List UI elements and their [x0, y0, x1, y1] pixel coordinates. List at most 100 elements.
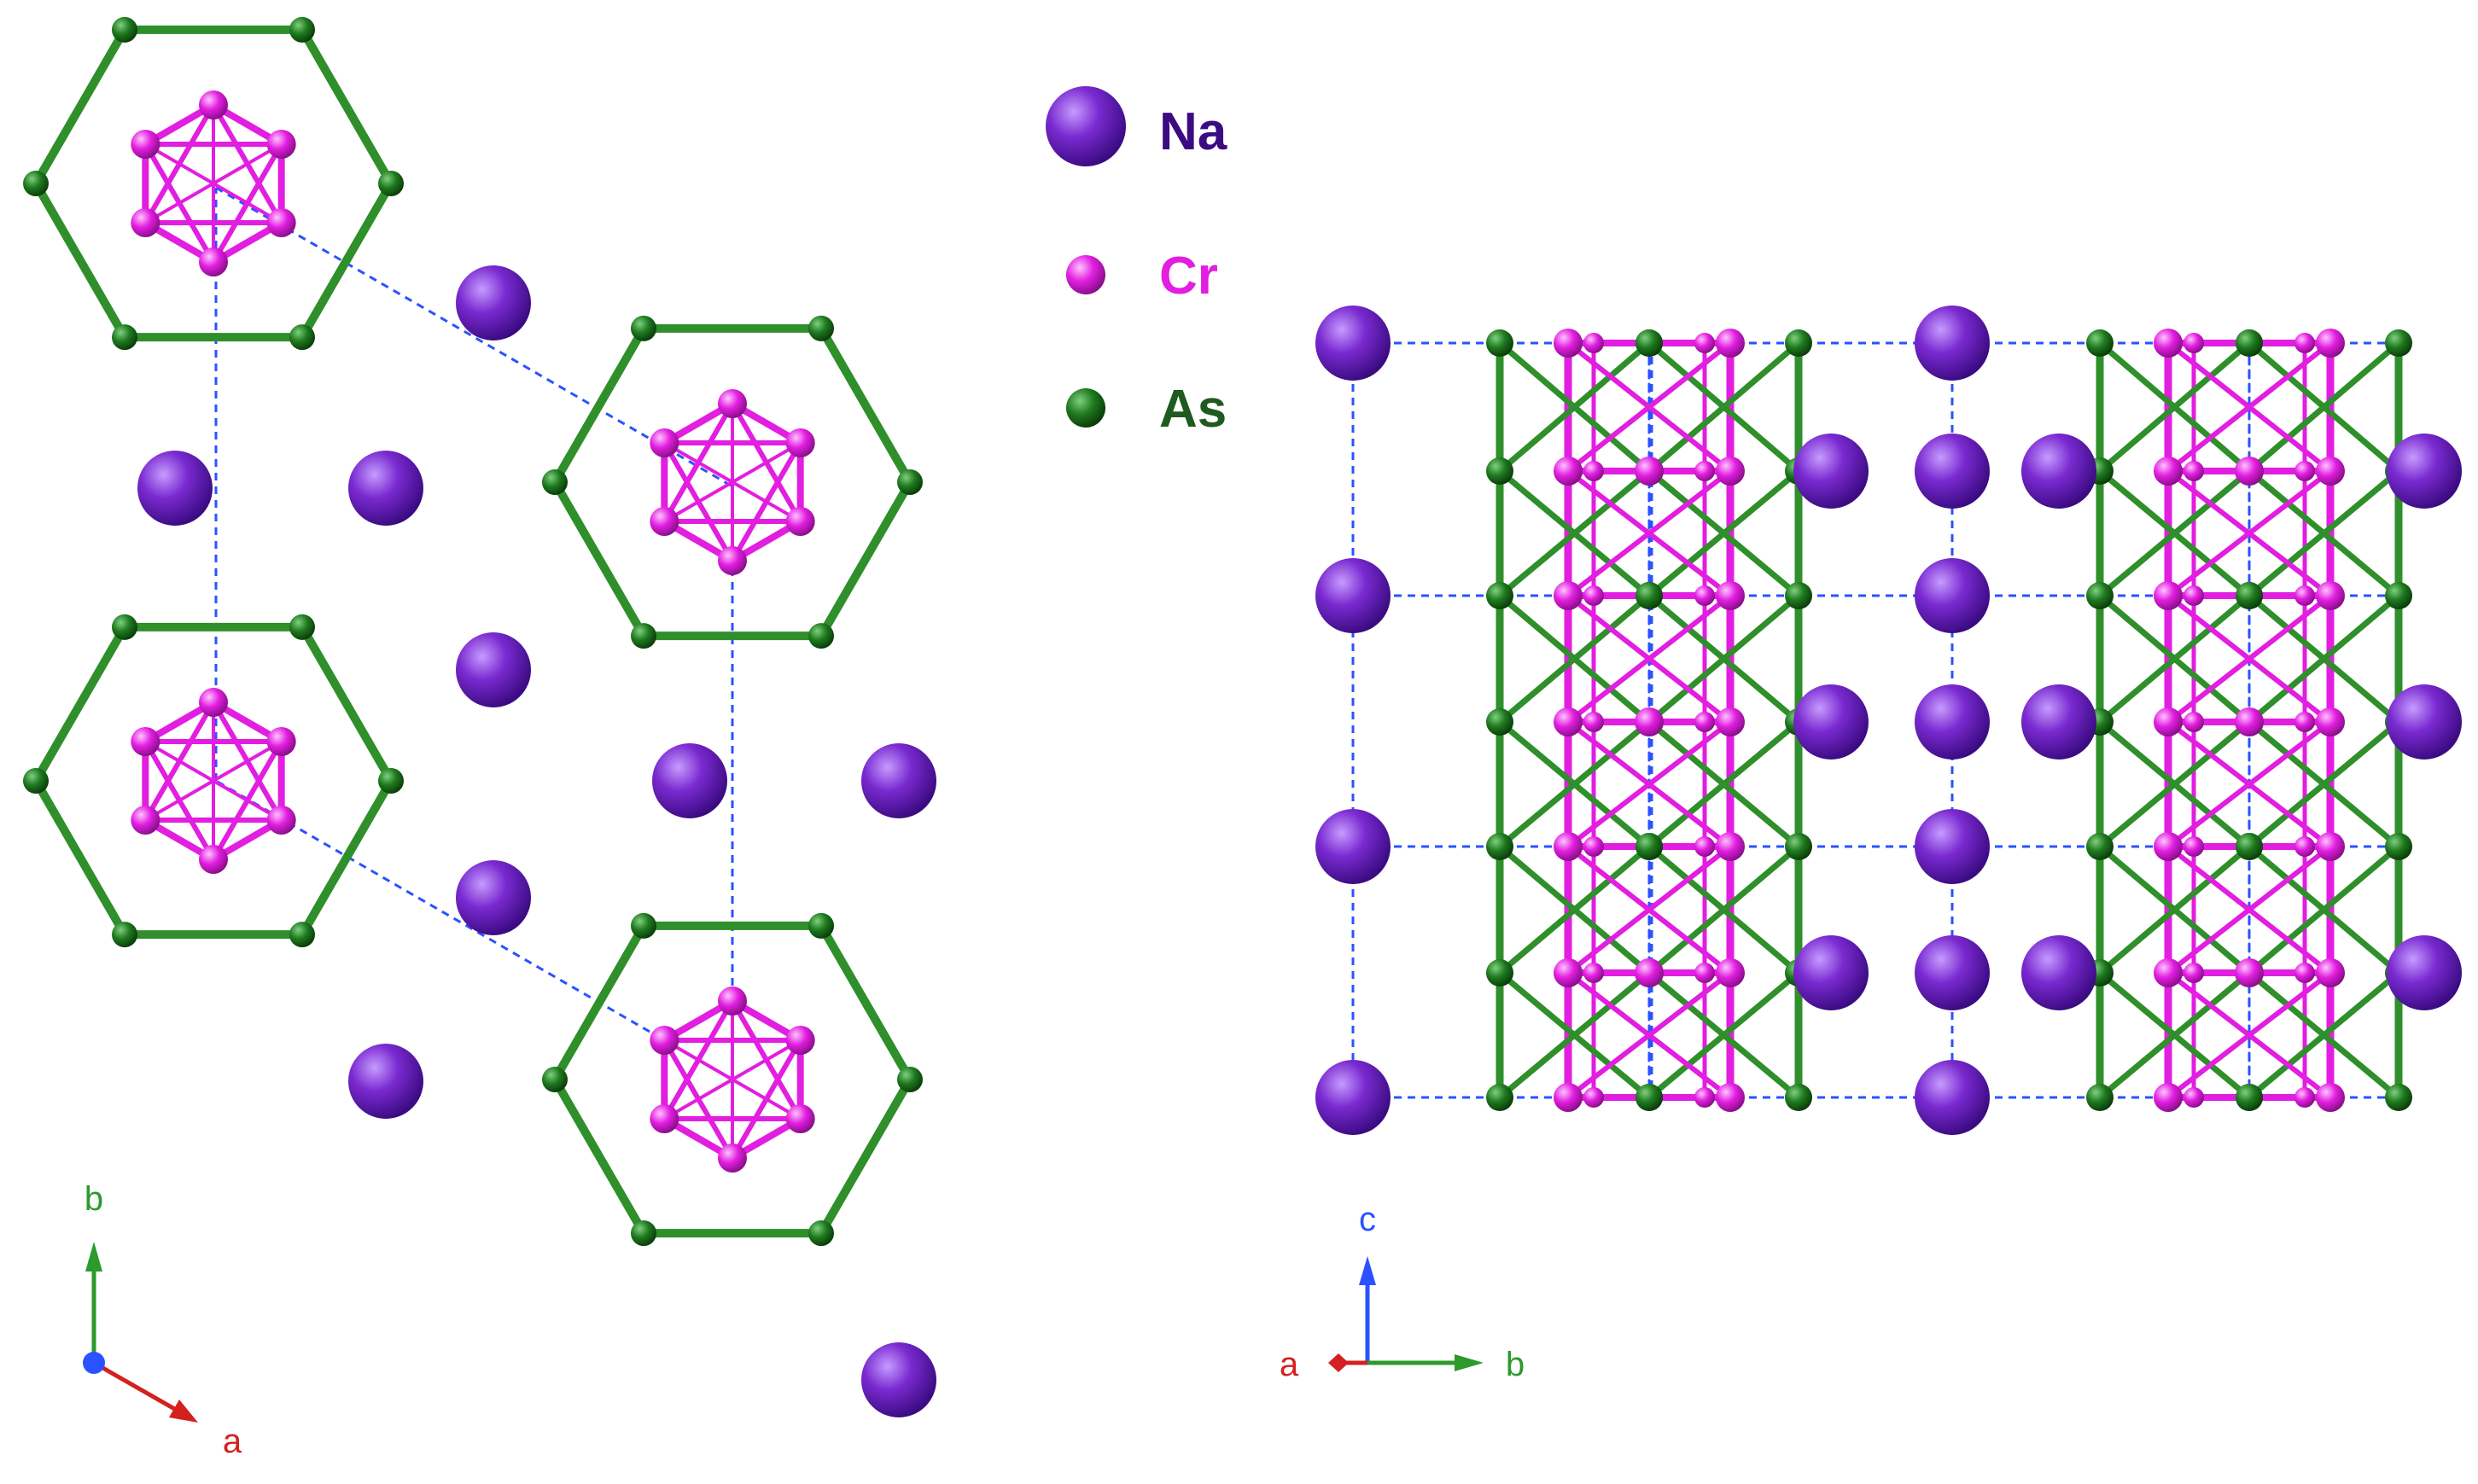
na-atom: [2021, 935, 2096, 1010]
legend-na-ball: [1046, 86, 1126, 166]
as-atom: [1635, 833, 1663, 860]
na-atom: [1315, 809, 1391, 884]
cr-atom: [131, 208, 160, 237]
left-axis-triad: b a: [83, 1180, 242, 1460]
left-cell-edge: [215, 186, 733, 488]
cr-atom: [2316, 958, 2345, 987]
as-cr-bond: [2246, 340, 2402, 474]
cr-atom: [718, 1144, 747, 1173]
cr-atom: [1694, 461, 1715, 481]
as-atom: [1785, 1084, 1812, 1111]
right-axis-a-head: [1328, 1353, 1349, 1372]
cr-atom: [266, 208, 296, 237]
as-cr-bond: [2246, 969, 2402, 1101]
cr-atom: [199, 845, 228, 874]
cr-atom: [2154, 457, 2183, 486]
cr-cr-bond: [2166, 340, 2333, 474]
cr-atom: [2154, 832, 2183, 861]
na-atom: [456, 860, 531, 935]
cr-atom: [1716, 329, 1745, 358]
cr-atom: [266, 806, 296, 835]
cr-cr-bond: [1566, 970, 1733, 1100]
legend-item-as: As: [1066, 380, 1227, 439]
as-atom: [2086, 833, 2114, 860]
cr-atom: [785, 1104, 815, 1133]
cr-atom: [2316, 581, 2345, 610]
right-axis-b-label: b: [1506, 1346, 1525, 1383]
cr-atom: [199, 688, 228, 717]
as-atom: [23, 171, 49, 196]
as-cr-bond: [1496, 969, 1653, 1101]
cr-atom: [2154, 581, 2183, 610]
na-atom: [1793, 935, 1869, 1010]
as-cr-bond: [2246, 719, 2402, 850]
as-atom: [2385, 833, 2412, 860]
na-atom: [1915, 684, 1990, 759]
right-axis-c-head: [1359, 1256, 1376, 1285]
as-atom: [112, 614, 137, 640]
cr-atom: [2316, 329, 2345, 358]
legend-cr-label: Cr: [1159, 247, 1218, 306]
cr-atom: [1694, 836, 1715, 857]
na-atom: [2387, 434, 2462, 509]
na-atom: [861, 743, 936, 818]
as-atom: [897, 469, 923, 495]
cr-atom: [1554, 958, 1583, 987]
cr-atom: [1554, 832, 1583, 861]
as-cr-bond: [2246, 468, 2402, 599]
cr-atom: [1635, 958, 1664, 987]
as-cr-bond: [1496, 843, 1653, 976]
cr-atom: [266, 130, 296, 159]
as-atom: [808, 315, 834, 341]
as-cr-bond: [1496, 340, 1653, 474]
as-atom: [2385, 582, 2412, 609]
as-atom: [1635, 329, 1663, 357]
na-atom: [1915, 306, 1990, 381]
left-axis-a-label: a: [223, 1423, 242, 1460]
as-atom: [542, 469, 568, 495]
na-atom: [1315, 306, 1391, 381]
as-atom: [2086, 582, 2114, 609]
cr-atom: [1554, 329, 1583, 358]
cr-atom: [131, 806, 160, 835]
na-atom: [1915, 1060, 1990, 1135]
as-atom: [2236, 1084, 2263, 1111]
as-atom: [2385, 1084, 2412, 1111]
na-atom: [2021, 434, 2096, 509]
cr-atom: [650, 1026, 679, 1055]
na-atom: [1915, 434, 1990, 509]
left-unit-cell: [214, 186, 734, 1081]
cr-atom: [1554, 707, 1583, 736]
as-atom: [1486, 457, 1513, 485]
cr-atom: [2294, 585, 2315, 606]
left-axis-origin: [83, 1352, 105, 1374]
as-atom: [23, 768, 49, 794]
as-cr-bond: [1646, 592, 1802, 725]
cr-atom: [1694, 1087, 1715, 1108]
cr-atom: [2316, 457, 2345, 486]
na-atom: [1315, 558, 1391, 633]
cr-atom: [2184, 585, 2204, 606]
right-axis-triad: c b a: [1280, 1201, 1525, 1383]
as-atom: [542, 1067, 568, 1092]
cr-atom: [1694, 963, 1715, 983]
cr-atom: [199, 90, 228, 119]
cr-atom: [1716, 958, 1745, 987]
cr-atom: [2235, 457, 2264, 486]
cr-atom: [2235, 958, 2264, 987]
left-axis-a-head: [169, 1400, 198, 1423]
as-atom: [808, 1220, 834, 1247]
na-atom: [1915, 809, 1990, 884]
as-atom: [378, 171, 404, 196]
as-cr-bond: [2096, 843, 2253, 976]
cr-cr-bond: [2166, 468, 2333, 598]
legend-item-na: Na: [1046, 86, 1227, 166]
na-atom: [456, 632, 531, 707]
as-atom: [631, 912, 656, 939]
legend-na-label: Na: [1159, 102, 1227, 161]
as-atom: [808, 623, 834, 649]
cr-cr-bond: [662, 441, 802, 523]
cr-atom: [1635, 707, 1664, 736]
cr-atom: [2154, 958, 2183, 987]
